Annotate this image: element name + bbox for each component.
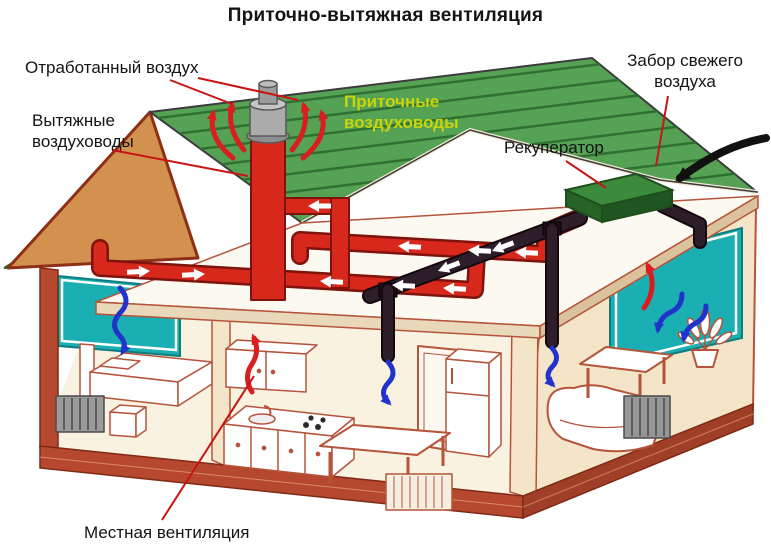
radiator-hall (385, 473, 453, 511)
leader-local-ventilation (161, 375, 255, 521)
partition-wall-right (509, 317, 539, 502)
leader-recuperator (565, 160, 607, 189)
blue-arrow-right-window-1 (654, 291, 685, 334)
supply-duct-loop-vertical (330, 197, 350, 289)
leader-exhaust-ducts (111, 149, 249, 177)
label-supply-ducts-line1: Приточные (344, 92, 440, 111)
airflow-arrows (112, 101, 770, 406)
leader-fresh-air (655, 95, 669, 167)
desk (579, 346, 673, 404)
label-exhaust-ducts: Вытяжные воздуховоды (32, 110, 134, 152)
chimney-cap-neck-top (258, 79, 278, 89)
label-exhaust-ducts-line2: воздуховоды (32, 132, 134, 151)
blue-arrow-drop-1 (380, 359, 396, 406)
radiator-bedroom (55, 395, 105, 433)
label-fresh-air-line1: Забор свежего (627, 51, 743, 70)
exhaust-duct-front-rail-fill (93, 241, 484, 297)
intake-duct-fill (657, 201, 705, 247)
leader-exhaust-air-1 (169, 79, 233, 105)
furniture (55, 308, 733, 511)
plinth-right-brickline (522, 413, 754, 508)
roof-eave-edge (301, 129, 758, 224)
faucet (263, 405, 272, 417)
label-recuperator: Рекуператор (504, 138, 604, 157)
plant-pot (691, 349, 719, 368)
red-arrow-chimney-1 (225, 101, 247, 153)
fresh-air-intake-arrow (675, 134, 770, 182)
bed (79, 343, 213, 407)
leader-exhaust-air-2 (197, 77, 299, 101)
exhaust-chimney-duct (250, 135, 286, 301)
label-fresh-air-line2: воздуха (654, 72, 716, 91)
red-arrow-chimney-2 (206, 109, 236, 161)
radiator-right (623, 395, 671, 439)
label-supply-ducts-line2: воздуховоды (344, 113, 459, 132)
blue-arrow-right-window-2 (680, 303, 709, 343)
stove-burners (303, 415, 326, 430)
wall-cabinets (225, 339, 318, 393)
blue-arrow-drop-2 (544, 345, 559, 388)
leader-lines (111, 77, 669, 521)
label-exhaust-air: Отработанный воздух (25, 58, 199, 77)
red-arrow-right-room (641, 261, 656, 311)
fridge (445, 348, 502, 458)
label-fresh-air-intake: Забор свежего воздуха (606, 50, 764, 92)
label-local-ventilation: Местная вентиляция (84, 523, 250, 542)
page-title: Приточно-вытяжная вентиляция (227, 5, 544, 26)
pillow (99, 357, 141, 370)
sink (248, 413, 276, 425)
kitchen-counter (223, 405, 355, 478)
label-supply-ducts: Приточные воздуховоды (344, 91, 459, 133)
red-arrow-chimney-3 (289, 101, 311, 153)
nightstand (109, 404, 147, 438)
supply-air-arrows (112, 285, 709, 406)
blue-arrow-left-window (112, 285, 131, 356)
recuperator-unit (562, 172, 676, 224)
exhaust-air-arrows (206, 101, 656, 395)
duct-network (91, 135, 707, 363)
recuperator-side (601, 188, 673, 224)
red-arrow-chimney-4 (300, 109, 329, 161)
label-exhaust-ducts-line1: Вытяжные (32, 111, 115, 130)
table (319, 424, 451, 489)
